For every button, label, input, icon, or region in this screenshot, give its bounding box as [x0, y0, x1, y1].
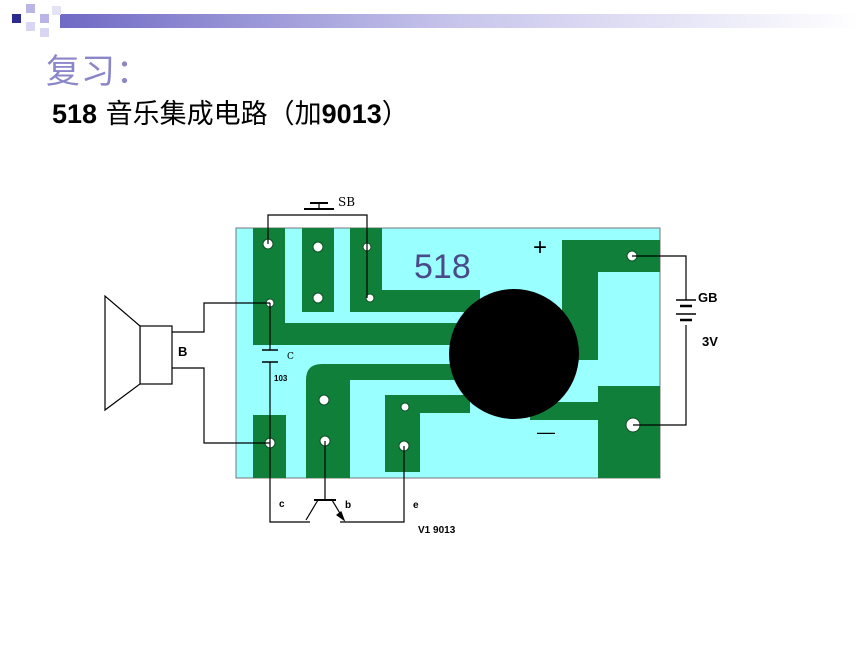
- plus-sign: +: [533, 234, 547, 261]
- battery-voltage: 3V: [702, 334, 718, 349]
- speaker-label: B: [178, 344, 187, 359]
- collector-label: c: [279, 499, 285, 510]
- slide-title: 复习：: [46, 52, 151, 92]
- transistor-symbol: [305, 499, 346, 522]
- battery-label: GB: [698, 290, 718, 305]
- pcb-traces: [253, 228, 660, 478]
- subtitle-number: 518: [52, 99, 98, 129]
- circuit-wires: [172, 202, 687, 523]
- board-label: 518: [414, 248, 471, 286]
- switch-label: SB: [338, 195, 355, 209]
- base-label: b: [345, 500, 351, 511]
- minus-sign: —: [537, 422, 555, 442]
- capacitor-value: 103: [274, 374, 288, 383]
- subtitle-text: 音乐集成电路（加: [97, 99, 322, 130]
- capacitor-symbol: [262, 349, 278, 363]
- ic-chip: [449, 289, 579, 419]
- header-decoration: [12, 4, 860, 37]
- subtitle-close: ）: [381, 99, 409, 130]
- subtitle-part: 9013: [321, 99, 382, 129]
- capacitor-label: C: [287, 352, 294, 362]
- speaker-symbol: [104, 294, 173, 412]
- emitter-label: e: [413, 500, 419, 511]
- transistor-label: V1 9013: [418, 525, 456, 536]
- slide-subtitle: 518 音乐集成电路（加9013）: [52, 92, 409, 131]
- battery-symbol: [676, 299, 696, 322]
